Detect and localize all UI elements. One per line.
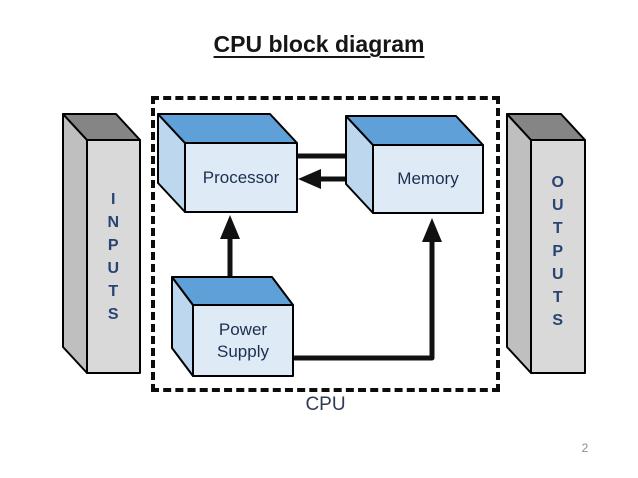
power-to-processor-arrowhead-icon — [220, 215, 240, 239]
power-to-memory-arrowhead-icon — [422, 218, 442, 242]
processor-box — [157, 113, 298, 213]
processor-box-front — [184, 142, 298, 213]
page-number: 2 — [581, 441, 589, 455]
outputs-slab — [506, 113, 586, 374]
power-supply-box — [171, 276, 294, 377]
inputs-slab — [62, 113, 141, 374]
power-to-memory-connector — [293, 237, 435, 361]
memory-to-processor-arrowhead-icon — [298, 169, 321, 189]
outputs-slab-side — [506, 113, 532, 374]
memory-box-front — [372, 144, 484, 214]
power-supply-box-top — [171, 276, 294, 306]
outputs-slab-front — [530, 139, 586, 374]
memory-box — [345, 115, 484, 214]
inputs-slab-side — [62, 113, 88, 374]
cpu-boundary-box — [151, 96, 500, 392]
power-supply-box-front — [192, 304, 294, 377]
cpu-caption: CPU — [305, 394, 346, 415]
page-title: CPU block diagram — [213, 31, 425, 57]
inputs-slab-front — [86, 139, 141, 374]
